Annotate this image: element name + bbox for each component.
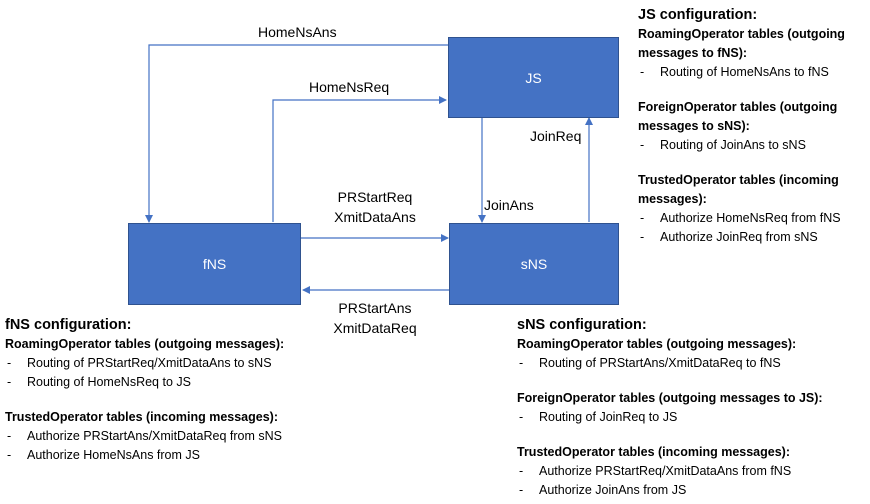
section-heading: TrustedOperator tables (incoming message…: [517, 445, 790, 459]
section-heading: RoamingOperator tables (outgoing: [638, 27, 845, 41]
panel-title: fNS configuration:: [5, 317, 132, 333]
label-sns-to-fns: PRStartAns XmitDataReq: [312, 298, 438, 338]
label-xmitdatareq: XmitDataReq: [333, 320, 417, 336]
node-fns: fNS: [128, 223, 301, 305]
label-prstartans: PRStartAns: [338, 300, 412, 316]
label-homensans: HomeNsAns: [258, 24, 337, 40]
section-gap: [638, 155, 845, 171]
label-xmitdataans: XmitDataAns: [334, 209, 416, 225]
section-heading: RoamingOperator tables (outgoing message…: [5, 337, 285, 351]
config-section: RoamingOperator tables (outgoing messages…: [638, 25, 845, 82]
node-js: JS: [448, 37, 619, 118]
config-item: Routing of HomeNsReq to JS: [5, 373, 284, 392]
section-heading: messages to sNS):: [638, 119, 750, 133]
sns-config-panel: sNS configuration: RoamingOperator tables…: [517, 315, 823, 500]
config-item: Routing of PRStartAns/XmitDataReq to fNS: [517, 354, 823, 373]
section-heading: messages to fNS):: [638, 46, 748, 60]
section-gap: [517, 373, 823, 389]
label-homensreq: HomeNsReq: [309, 79, 390, 95]
edge-homensans: [145, 44, 448, 223]
label-prstartreq: PRStartReq: [337, 189, 413, 205]
section-heading: messages):: [638, 192, 707, 206]
node-sns: sNS: [449, 223, 619, 305]
config-item: Routing of JoinReq to JS: [517, 408, 823, 427]
section-heading: TrustedOperator tables (incoming: [638, 173, 839, 187]
js-config-panel: JS configuration: RoamingOperator tables …: [638, 5, 845, 247]
label-fns-to-sns: PRStartReq XmitDataAns: [312, 187, 438, 227]
section-gap: [517, 427, 823, 443]
config-item: Authorize JoinReq from sNS: [638, 228, 845, 247]
panel-title: JS configuration:: [638, 7, 758, 23]
config-item: Authorize HomeNsReq from fNS: [638, 209, 845, 228]
config-section: TrustedOperator tables (incoming message…: [5, 408, 284, 465]
label-joinans: JoinAns: [484, 197, 534, 213]
label-joinreq: JoinReq: [530, 128, 582, 144]
config-item: Routing of JoinAns to sNS: [638, 136, 845, 155]
section-heading: ForeignOperator tables (outgoing: [638, 100, 838, 114]
section-gap: [5, 392, 284, 408]
config-section: ForeignOperator tables (outgoing messages…: [638, 98, 845, 155]
section-gap: [638, 82, 845, 98]
config-section: TrustedOperator tables (incoming messages…: [638, 171, 845, 247]
section-heading: RoamingOperator tables (outgoing message…: [517, 337, 797, 351]
config-section: RoamingOperator tables (outgoing message…: [5, 335, 284, 392]
fns-config-panel: fNS configuration: RoamingOperator tables…: [5, 315, 284, 465]
edge-homensreq: [272, 96, 447, 222]
panel-title: sNS configuration:: [517, 317, 647, 333]
config-section: ForeignOperator tables (outgoing message…: [517, 389, 823, 427]
config-section: RoamingOperator tables (outgoing message…: [517, 335, 823, 373]
config-item: Authorize JoinAns from JS: [517, 481, 823, 500]
config-section: TrustedOperator tables (incoming message…: [517, 443, 823, 500]
config-item: Authorize PRStartAns/XmitDataReq from sN…: [5, 427, 284, 446]
section-heading: TrustedOperator tables (incoming message…: [5, 410, 278, 424]
config-item: Routing of PRStartReq/XmitDataAns to sNS: [5, 354, 284, 373]
config-item: Authorize PRStartReq/XmitDataAns from fN…: [517, 462, 823, 481]
config-item: Authorize HomeNsAns from JS: [5, 446, 284, 465]
config-item: Routing of HomeNsAns to fNS: [638, 63, 845, 82]
section-heading: ForeignOperator tables (outgoing message…: [517, 391, 823, 405]
